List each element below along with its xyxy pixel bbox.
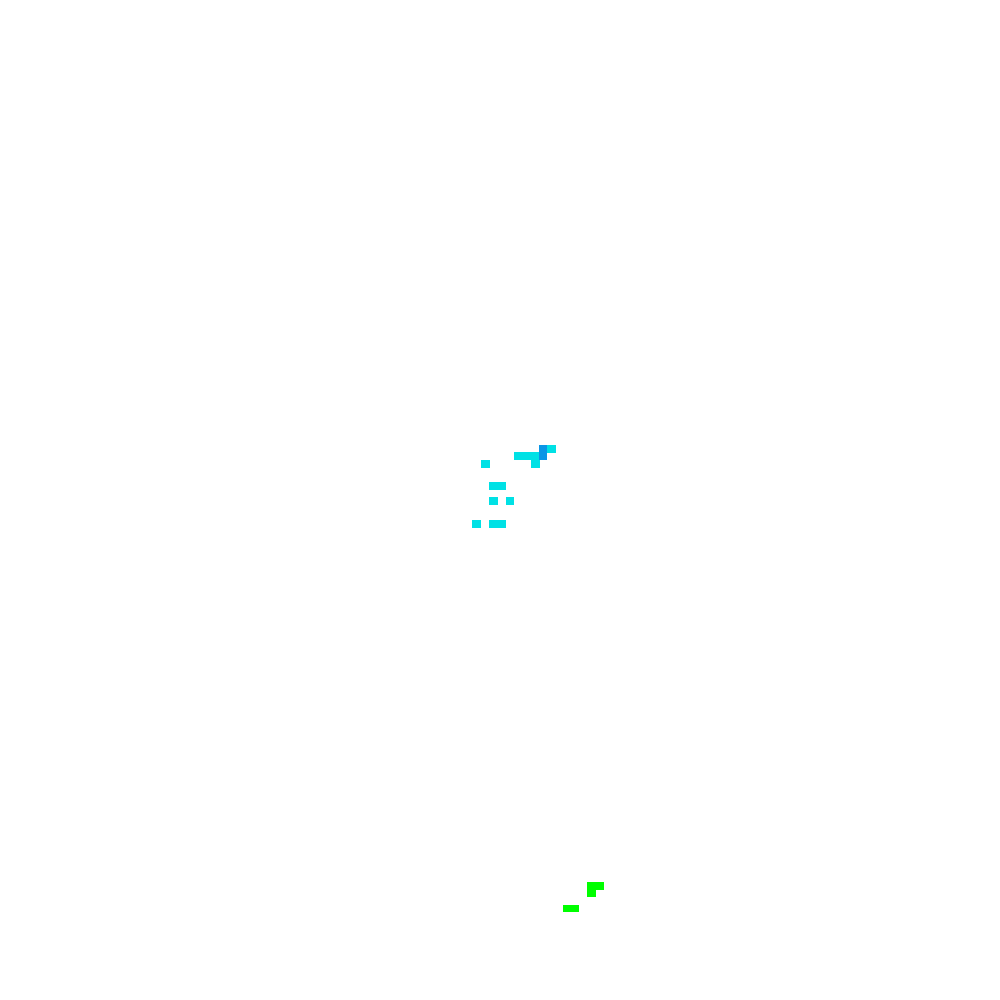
pixel-cell xyxy=(514,452,540,460)
pixel-cell xyxy=(587,889,596,897)
pixel-cell xyxy=(547,445,556,453)
pixel-cell xyxy=(489,497,498,505)
pixel-cell xyxy=(539,452,547,460)
pixel-cell xyxy=(587,882,604,890)
pixel-cell xyxy=(481,460,490,468)
pixel-cell xyxy=(489,482,506,490)
pixel-cell xyxy=(563,905,579,912)
pixel-cell xyxy=(506,497,514,505)
pixel-cell xyxy=(489,520,506,528)
pixel-cell xyxy=(539,445,548,453)
pixel-cell xyxy=(531,460,540,468)
pixel-cell xyxy=(472,520,481,528)
